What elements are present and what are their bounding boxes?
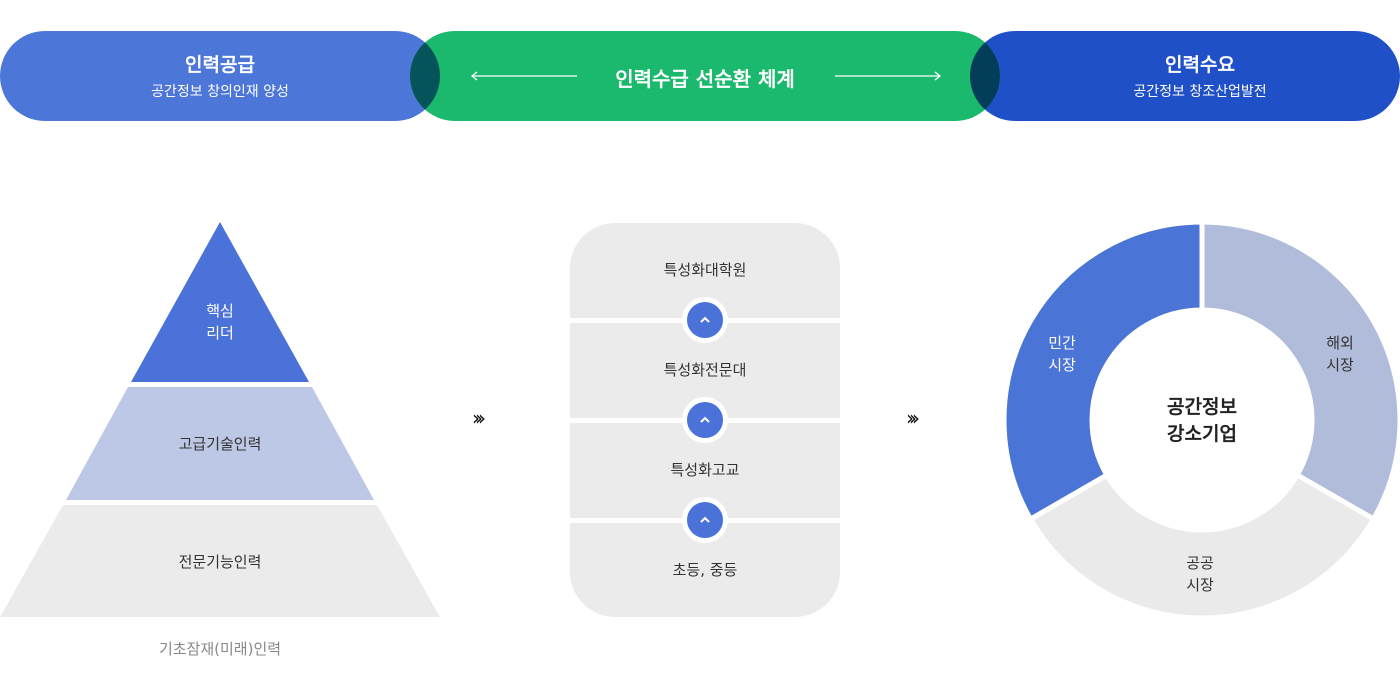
right-arrow-icon: [835, 71, 942, 81]
talent-pyramid: [0, 222, 440, 617]
pyramid-middle-label: 고급기술인력: [178, 435, 262, 453]
flow-arrow-icon: ›››: [906, 406, 920, 430]
chevron-up-icon: [700, 316, 710, 323]
segment-line1: 해외: [1326, 334, 1354, 352]
chevron-up-icon: [700, 416, 710, 423]
supply-subtitle: 공간정보 창의인재 양성: [151, 84, 289, 100]
pyramid-level-bottom: [0, 505, 440, 617]
demand-pill: [970, 31, 1400, 121]
segment-private: [1001, 219, 1205, 523]
pyramid-level-middle: [66, 387, 374, 500]
demand-title: 인력수요: [1165, 54, 1235, 76]
demand-subtitle: 공간정보 창조산업발전: [1133, 84, 1267, 100]
pyramid-top-label: 핵심 리더: [170, 300, 270, 344]
segment-line1: 민간: [1048, 334, 1076, 352]
pyramid-top-line2: 리더: [206, 324, 234, 342]
pyramid-bottom-label: 전문기능인력: [178, 553, 262, 571]
supply-title: 인력공급: [185, 54, 255, 76]
pyramid-top-line1: 핵심: [206, 302, 234, 320]
segment-overseas: [1199, 219, 1400, 523]
supply-demand-banner: [0, 31, 1400, 121]
donut-center-label: 공간정보 강소기업: [1142, 394, 1262, 448]
left-arrow-icon: [470, 71, 577, 81]
supply-pill: [0, 31, 440, 121]
segment-line2: 시장: [1048, 356, 1076, 374]
flow-arrow-icon: ›››: [472, 406, 486, 430]
step-up-button[interactable]: [682, 297, 728, 343]
segment-line1: 공공: [1186, 554, 1214, 572]
center-line2: 강소기업: [1167, 423, 1237, 445]
segment-label-private: 민간 시장: [1027, 332, 1097, 376]
segment-line2: 시장: [1186, 576, 1214, 594]
supply-label: 인력공급 공간정보 창의인재 양성: [0, 50, 440, 101]
pyramid-level-top: [131, 222, 309, 382]
step-up-button[interactable]: [682, 497, 728, 543]
cycle-pill: [410, 31, 1000, 121]
step-up-button[interactable]: [682, 397, 728, 443]
center-line1: 공간정보: [1167, 396, 1237, 418]
segment-line2: 시장: [1326, 356, 1354, 374]
segment-public: [1027, 471, 1377, 621]
chevron-up-icon: [700, 516, 710, 523]
pyramid-base-caption: 기초잠재(미래)인력: [158, 640, 282, 658]
demand-label: 인력수요 공간정보 창조산업발전: [1000, 50, 1400, 101]
cycle-title: 인력수급 선순환 체계: [615, 67, 795, 91]
segment-label-overseas: 해외 시장: [1305, 332, 1375, 376]
market-donut: [1001, 219, 1400, 621]
segment-label-public: 공공 시장: [1165, 552, 1235, 596]
